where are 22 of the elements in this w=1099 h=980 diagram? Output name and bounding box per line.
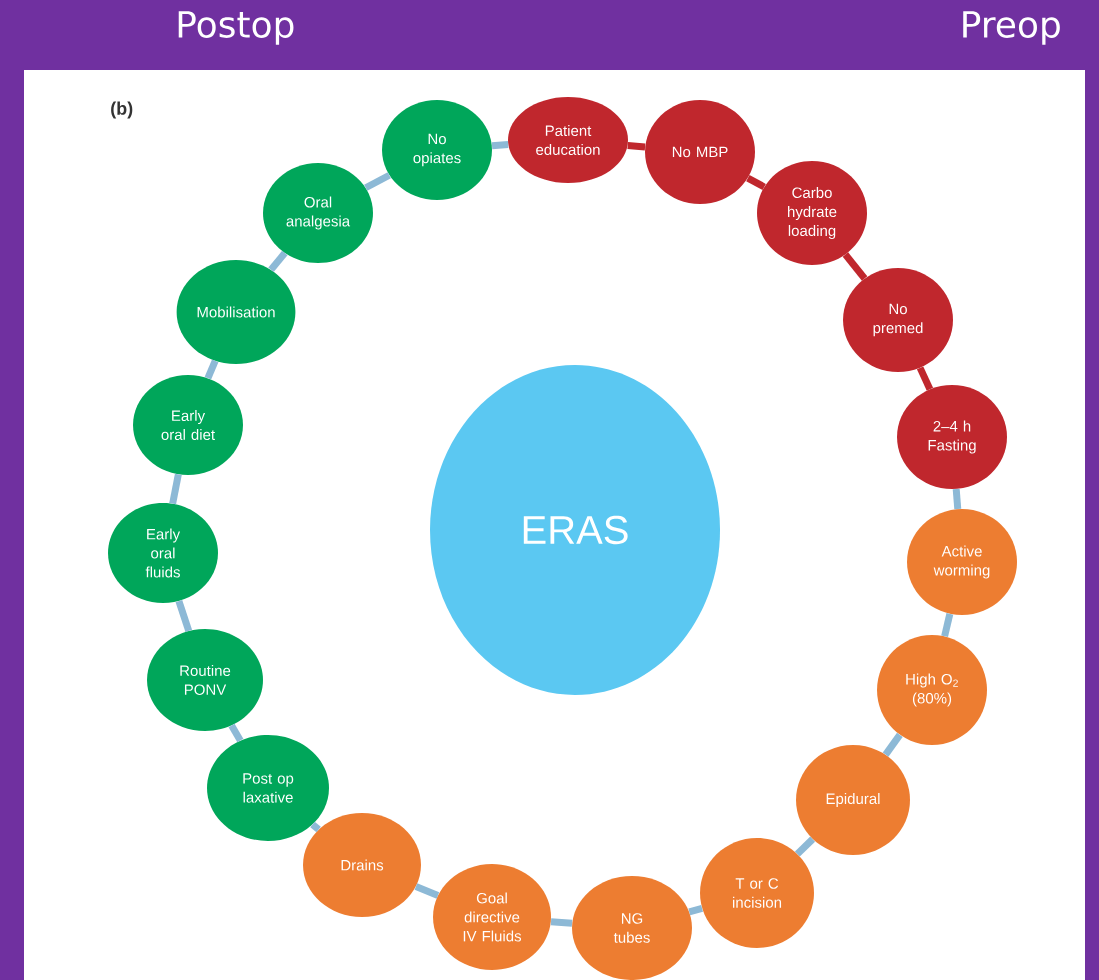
connector — [882, 732, 903, 757]
connector — [688, 905, 704, 916]
phase-heading: Preop — [963, 11, 1060, 45]
connector — [491, 141, 509, 150]
phase-heading: Postop — [178, 11, 294, 45]
connector — [941, 613, 954, 638]
connector — [175, 599, 193, 632]
connector — [169, 473, 182, 505]
connector — [916, 366, 934, 391]
connector — [310, 821, 321, 833]
panel-label: (b) — [111, 101, 133, 119]
connector — [268, 250, 288, 272]
connector — [414, 883, 440, 899]
connector — [952, 488, 962, 510]
connector — [228, 723, 244, 743]
connector — [746, 175, 766, 191]
connector — [627, 141, 646, 151]
connector — [842, 252, 868, 281]
connector — [204, 359, 219, 380]
connector — [364, 172, 391, 191]
connector — [794, 836, 816, 857]
connector — [550, 918, 573, 927]
